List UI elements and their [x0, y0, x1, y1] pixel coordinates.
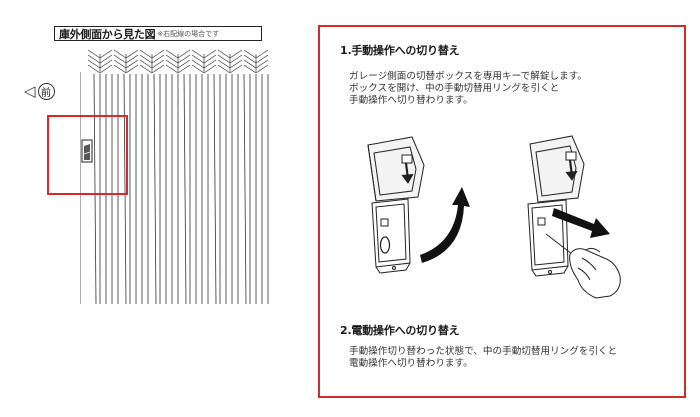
section1-line: ボックスを開け、中の手動切替用リングを引くと [349, 83, 560, 94]
hand-icon [569, 247, 621, 299]
side-view-title-text: 庫外側面から見た図 [59, 27, 156, 41]
front-direction-label: ◁ 前 [24, 83, 55, 100]
section1-heading: 1.手動操作への切り替え [340, 44, 460, 57]
section1-body: ガレージ側面の切替ボックスを専用キーで解錠します。 ボックスを開け、中の手動切替… [349, 71, 587, 107]
instruction-panel [318, 25, 686, 398]
shutter-top-folds [87, 49, 269, 74]
side-view-note: ※右配線の場合です [157, 29, 220, 38]
section2-body: 手動操作切り替わった状態で、中の手動切替用リングを引くと 電動操作へ切り替わりま… [349, 346, 617, 370]
section2-line: 電動操作へ切り替わります。 [349, 358, 473, 369]
front-circle-label: 前 [37, 83, 55, 100]
left-triangle-icon: ◁ [24, 82, 36, 100]
section1-line: ガレージ側面の切替ボックスを専用キーで解錠します。 [349, 71, 587, 82]
section2-line: 手動操作切り替わった状態で、中の手動切替用リングを引くと [349, 346, 618, 357]
shutter-pleats [80, 72, 269, 305]
section1-line: 手動操作へ切り替わります。 [349, 95, 473, 106]
switch-box-icon [81, 139, 93, 163]
shutter-side-illustration [80, 49, 269, 305]
switch-box-open-illustration [367, 136, 470, 274]
section2-heading: 2.電動操作への切り替え [340, 324, 460, 337]
switch-box-highlight [47, 115, 128, 195]
switch-box-pull-ring-illustration [527, 135, 621, 299]
side-view-title: 庫外側面から見た図 ※右配線の場合です [54, 26, 262, 41]
